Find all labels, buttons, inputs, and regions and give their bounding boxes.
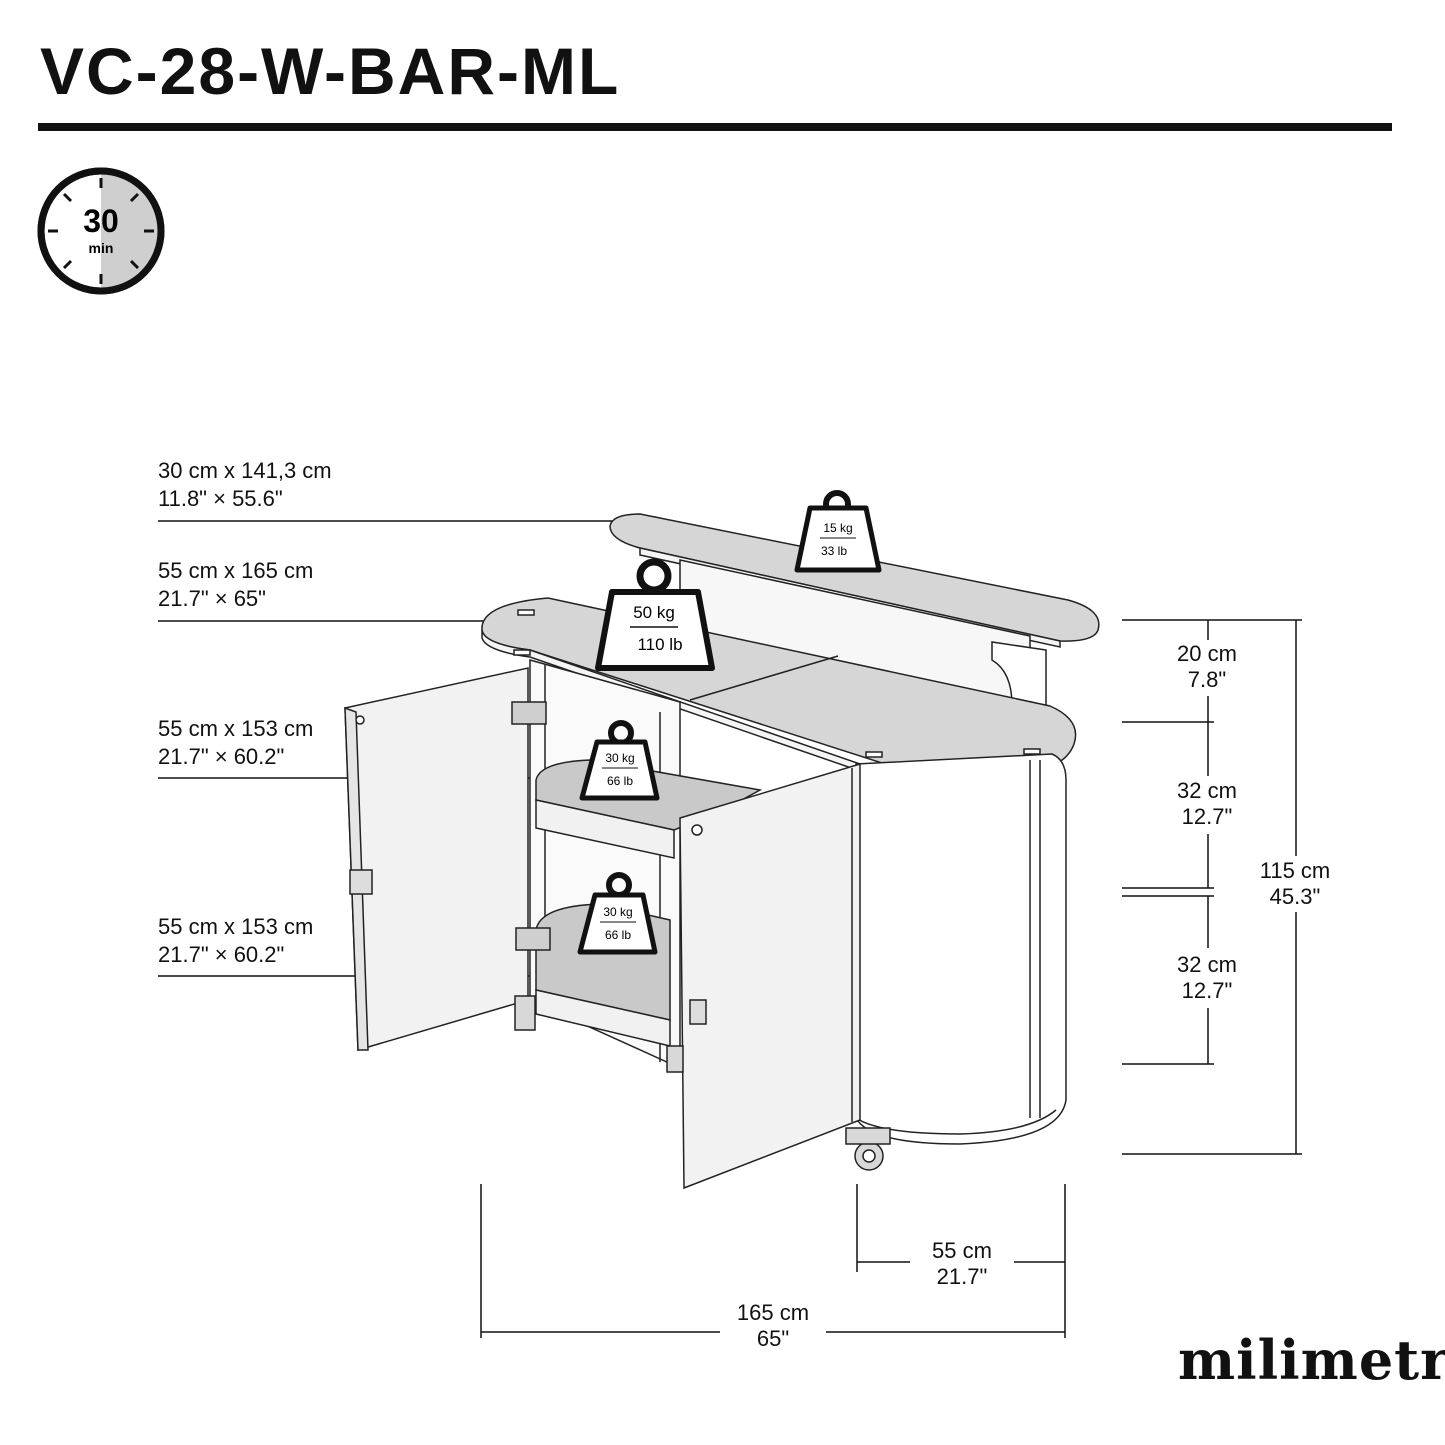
bar-cabinet-drawing [344,513,1100,1190]
weight-lower-shelf-kg: 30 kg [603,905,632,919]
dim-depth-in: 21.7" [936,1264,988,1289]
dim-lower-section: 32 cm 12.7" [1155,952,1259,1004]
page-title: VC-28-W-BAR-ML [40,34,621,108]
dim-total-height-in: 45.3" [1269,884,1321,909]
callout-counter-top-imperial: 21.7" × 65" [158,586,266,611]
callout-bar-top: 30 cm x 141,3 cm 11.8" × 55.6" [158,457,332,513]
dim-depth: 55 cm 21.7" [910,1238,1014,1290]
callout-counter-top-metric: 55 cm x 165 cm [158,558,314,583]
dim-lower-section-in: 12.7" [1181,978,1233,1003]
dim-upper-section-cm: 32 cm [1177,778,1237,803]
timer-unit: min [89,240,114,256]
dim-lower-section-cm: 32 cm [1177,952,1237,977]
weight-bar-top-lb: 33 lb [821,544,847,558]
callout-upper-shelf-imperial: 21.7" × 60.2" [158,744,285,769]
weight-counter-top-kg: 50 kg [633,603,675,622]
dim-depth-cm: 55 cm [932,1238,992,1263]
dim-width: 165 cm 65" [718,1300,828,1352]
dim-width-cm: 165 cm [736,1300,810,1325]
dim-top-section-in: 7.8" [1187,667,1227,692]
timer-icon: 30 min [37,167,165,295]
dim-upper-section: 32 cm 12.7" [1155,778,1259,830]
dim-width-in: 65" [756,1326,790,1351]
callout-bar-top-metric: 30 cm x 141,3 cm [158,458,332,483]
dim-total-height-cm: 115 cm [1259,858,1331,883]
brand-logo: milimetry [1178,1328,1445,1392]
dim-top-section-cm: 20 cm [1177,641,1237,666]
dim-top-section: 20 cm 7.8" [1155,641,1259,693]
width-dimension-lines [480,1184,1066,1338]
dim-total-height: 115 cm 45.3" [1240,858,1350,910]
callout-upper-shelf-metric: 55 cm x 153 cm [158,716,314,741]
callout-lower-shelf-metric: 55 cm x 153 cm [158,914,314,939]
title-divider [38,123,1392,131]
weight-lower-shelf-lb: 66 lb [605,928,631,942]
weight-icon-counter-top: 50 kg 110 lb [595,558,715,671]
dim-upper-section-in: 12.7" [1181,804,1233,829]
callout-lower-shelf: 55 cm x 153 cm 21.7" × 60.2" [158,913,313,969]
callout-bar-top-imperial: 11.8" × 55.6" [158,486,283,511]
weight-upper-shelf-lb: 66 lb [607,774,633,788]
weight-counter-top-lb: 110 lb [637,635,682,654]
weight-icon-upper-shelf: 30 kg 66 lb [579,720,660,801]
callout-upper-shelf: 55 cm x 153 cm 21.7" × 60.2" [158,715,313,771]
weight-icon-bar-top: 15 kg 33 lb [794,490,882,573]
callout-lower-shelf-imperial: 21.7" × 60.2" [158,942,285,967]
weight-upper-shelf-kg: 30 kg [605,751,634,765]
callout-counter-top: 55 cm x 165 cm 21.7" × 65" [158,557,313,613]
height-dimension-lines [1122,619,1302,1155]
timer-value: 30 [83,203,119,239]
weight-icon-lower-shelf: 30 kg 66 lb [577,872,658,955]
weight-bar-top-kg: 15 kg [823,521,852,535]
